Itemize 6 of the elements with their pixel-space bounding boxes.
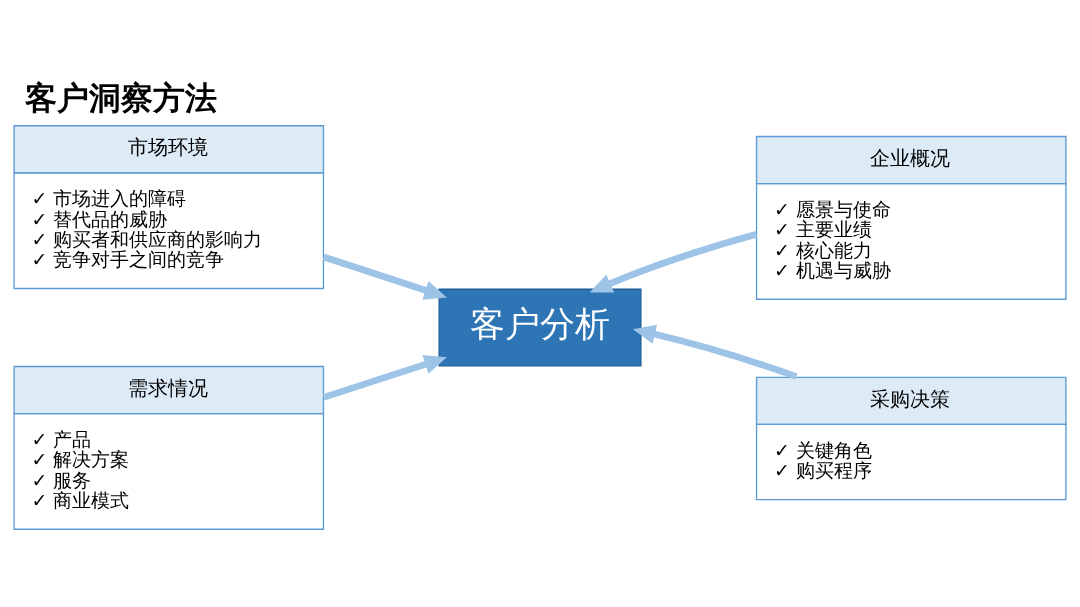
node-box: 客户分析 [438,288,642,367]
diagram-title: 客户洞察方法 [24,78,217,117]
arrow [589,230,758,292]
arrow [632,324,798,380]
arrow [322,354,447,401]
arrow [322,253,447,300]
